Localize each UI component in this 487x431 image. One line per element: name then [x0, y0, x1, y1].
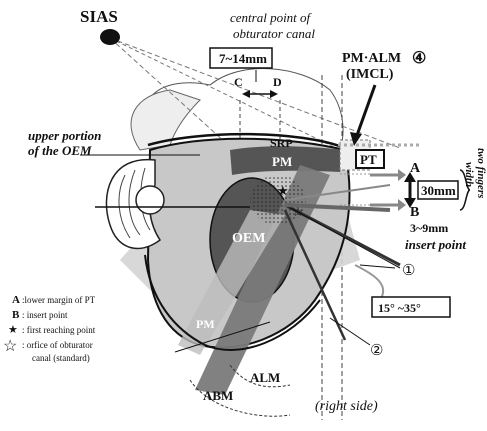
abm-label: ABM	[203, 388, 233, 403]
right-side-label: (right side)	[315, 399, 378, 414]
insert-point-label: insert point	[405, 237, 466, 252]
range-box-label: 7~14mm	[219, 51, 267, 66]
arrow-b-head	[398, 199, 406, 211]
two-fingers-label-1: two fingers	[475, 148, 487, 198]
range-3-9-label: 3~9mm	[410, 221, 448, 235]
first-reaching-star: ★	[277, 183, 289, 198]
b-label: B	[410, 205, 419, 220]
femoral-head	[136, 186, 164, 214]
oem-label: OEM	[232, 231, 265, 246]
two-fingers-label-2: width	[463, 162, 475, 187]
pm-top-label: PM	[272, 154, 292, 169]
range-arrow-left	[242, 90, 250, 98]
angle-arc	[355, 265, 383, 300]
legend-symbol: B	[12, 309, 20, 321]
sias-dot	[100, 29, 120, 45]
a-label: A	[410, 161, 421, 176]
pm-alm-arrow	[356, 85, 375, 138]
legend-text: : first reaching point	[22, 325, 96, 335]
pointer-2	[330, 318, 370, 345]
orifice-star: ☆	[292, 204, 304, 219]
c-label: C	[234, 75, 243, 89]
pm-bottom-label: PM	[196, 317, 215, 331]
pt-label: PT	[360, 152, 377, 167]
legend-text: :lower margin of PT	[22, 295, 96, 305]
legend: A :lower margin of PT B : insert point ★…	[3, 294, 96, 363]
alm-label: ALM	[250, 370, 280, 385]
dist-30-label: 30mm	[421, 183, 456, 198]
pm-alm-label: PM·ALM	[342, 51, 401, 66]
central-point-label-1: central point of	[230, 10, 313, 25]
angle-box-label: 15° ~35°	[378, 301, 421, 315]
upper-portion-label-2: of the OEM	[28, 143, 92, 158]
upper-portion-label-1: upper portion	[28, 128, 101, 143]
d-label: D	[273, 75, 282, 89]
circle1-label: ①	[402, 263, 415, 279]
legend-symbol: ★	[8, 324, 18, 336]
sias-label: SIAS	[80, 7, 118, 26]
central-point-label-2: obturator canal	[233, 26, 315, 41]
legend-text: canal (standard)	[32, 353, 90, 363]
legend-text: : insert point	[22, 310, 68, 320]
legend-symbol: ☆	[3, 338, 17, 355]
circle4-label: ④	[412, 50, 426, 67]
legend-symbol: A	[12, 294, 20, 306]
circle2-label: ②	[370, 343, 383, 359]
imcl-label: (IMCL)	[346, 67, 394, 82]
range-arrow-right	[270, 90, 278, 98]
pointer-1	[360, 265, 395, 268]
srp-label: SRP	[270, 136, 293, 150]
legend-text: : orfice of obturator	[22, 340, 93, 350]
arrow-a-head	[398, 169, 406, 181]
